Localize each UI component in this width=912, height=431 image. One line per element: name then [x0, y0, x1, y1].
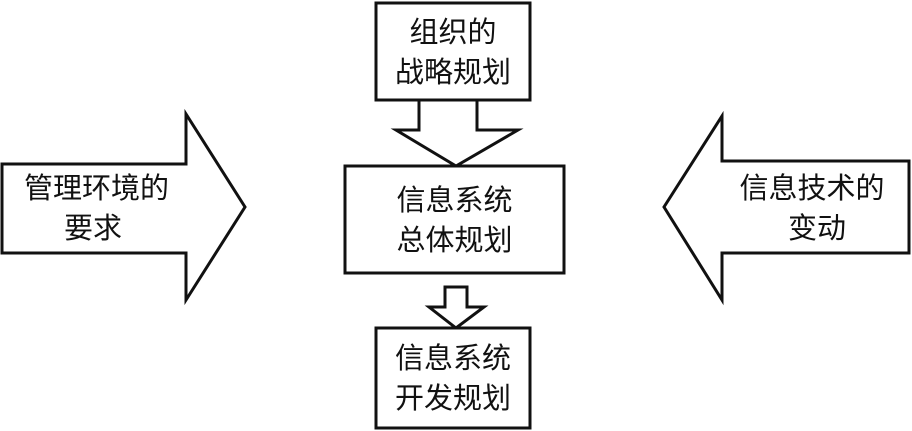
down-arrow-top	[390, 98, 524, 168]
overall-plan-line1: 信息系统	[396, 182, 513, 217]
overall-plan-box	[343, 164, 566, 275]
org-strategy-line2: 战略规划	[394, 54, 511, 89]
management-env-line2: 要求	[64, 211, 123, 245]
org-strategy-label: 组织的 战略规划	[376, 3, 530, 100]
org-strategy-line1: 组织的	[409, 14, 497, 49]
left-right-arrow	[0, 108, 247, 306]
management-env-label: 管理环境的 要求	[10, 162, 186, 254]
dev-plan-box	[374, 326, 532, 430]
tech-change-label: 信息技术的 变动	[722, 162, 902, 254]
right-left-arrow	[662, 110, 911, 306]
tech-change-line2: 变动	[787, 211, 846, 245]
org-strategy-box	[374, 1, 532, 102]
overall-plan-line2: 总体规划	[396, 222, 513, 257]
dev-plan-line2: 开发规划	[394, 381, 511, 415]
tech-change-line1: 信息技术的	[739, 171, 885, 205]
down-arrow-bottom	[424, 285, 489, 330]
dev-plan-label: 信息系统 开发规划	[376, 328, 530, 428]
management-env-line1: 管理环境的	[24, 171, 170, 205]
dev-plan-line1: 信息系统	[394, 341, 511, 375]
overall-plan-label: 信息系统 总体规划	[345, 166, 564, 273]
